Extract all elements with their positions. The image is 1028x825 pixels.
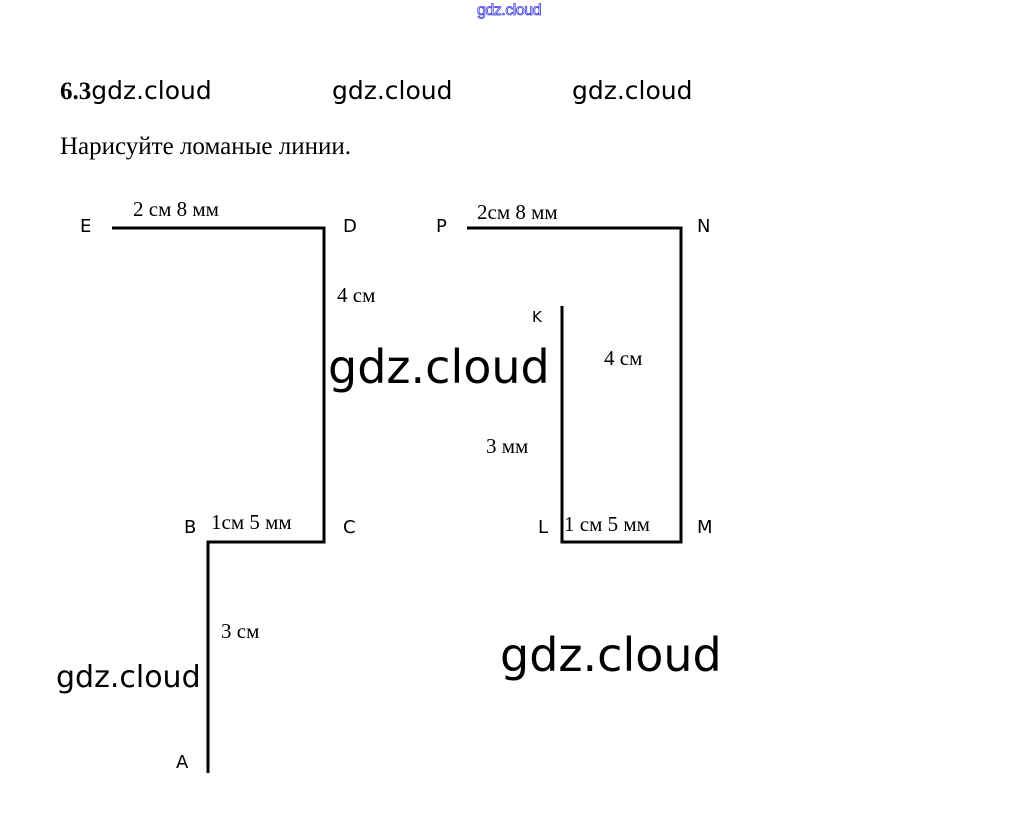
point-p: P	[436, 216, 447, 237]
point-l: L	[538, 517, 548, 538]
point-b: B	[184, 517, 196, 538]
length-lk: 3 мм	[486, 434, 528, 458]
point-e: E	[80, 216, 91, 237]
length-ba: 3 см	[221, 619, 259, 643]
point-k: K	[532, 308, 543, 326]
watermark: gdz.cloud	[56, 660, 201, 695]
point-d: D	[343, 216, 357, 237]
point-n: N	[697, 216, 710, 237]
point-m: M	[697, 517, 713, 538]
length-cb: 1см 5 мм	[211, 510, 292, 534]
polyline-pnmlk	[467, 226, 683, 544]
exercise-number: 6.3	[60, 78, 92, 105]
point-a: A	[176, 752, 189, 773]
exercise-header: 6.3gdz.cloud	[60, 76, 212, 106]
length-nm: 4 см	[604, 346, 642, 370]
watermark-top: gdz.cloud	[477, 2, 542, 20]
length-pn: 2см 8 мм	[477, 200, 558, 224]
watermark: gdz.cloud	[91, 76, 212, 105]
watermark: gdz.cloud	[500, 628, 722, 682]
polyline-edcba	[112, 226, 326, 773]
watermark: gdz.cloud	[572, 76, 693, 105]
point-c: C	[343, 517, 356, 538]
length-ml: 1 см 5 мм	[564, 512, 650, 536]
length-ed: 2 см 8 мм	[133, 197, 219, 221]
watermark: gdz.cloud	[332, 76, 453, 105]
task-text: Нарисуйте ломаные линии.	[60, 133, 351, 160]
length-dc: 4 см	[337, 283, 375, 307]
watermark: gdz.cloud	[328, 340, 550, 394]
